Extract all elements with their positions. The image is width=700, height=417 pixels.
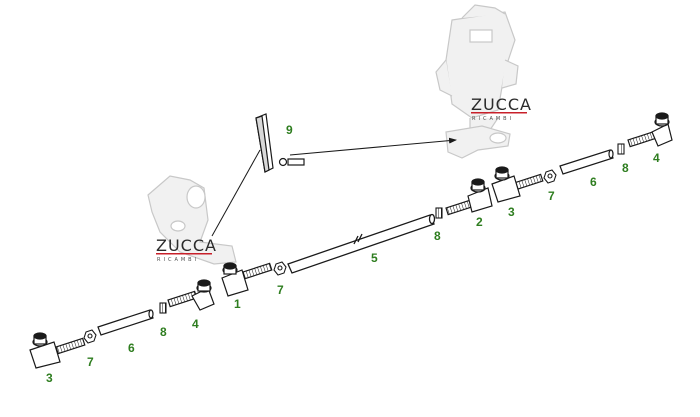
right-mid-tie-rod-end (491, 166, 544, 203)
label-left-outer-upper-end: 4 (192, 317, 199, 331)
steering-arm-pointers (211, 137, 457, 237)
center-link-tube (287, 213, 436, 274)
label-left-inner-end: 1 (234, 297, 241, 311)
steering-box-ghost (435, 4, 519, 131)
label-left-nut-inner: 7 (277, 283, 284, 297)
svg-text:RICAMBI: RICAMBI (157, 257, 199, 263)
pitman-arm-ghost (445, 125, 511, 159)
left-nut-inner (273, 261, 287, 276)
right-nut (543, 169, 557, 184)
left-nut-outer (83, 329, 97, 344)
label-left-tube: 6 (128, 341, 135, 355)
left-inner-tie-rod-end (221, 262, 273, 297)
logo-zucca-ricambi-top: ZUCCA RICAMBI (471, 95, 532, 122)
label-right-inner-end: 2 (476, 215, 483, 229)
svg-text:RICAMBI: RICAMBI (472, 116, 514, 122)
right-shim-outer (617, 143, 625, 155)
left-lower-tie-rod-end (29, 332, 86, 369)
label-right-shim-inner: 8 (434, 229, 441, 243)
right-inner-tie-rod-end (445, 178, 493, 216)
idler-bracket-ghost (147, 175, 237, 265)
left-adjusting-tube (97, 309, 154, 336)
svg-text:ZUCCA: ZUCCA (156, 236, 217, 255)
label-center-link: 5 (371, 251, 378, 265)
left-outer-upper-tie-rod-end (167, 279, 215, 311)
svg-text:ZUCCA: ZUCCA (471, 95, 532, 114)
right-adjusting-tube (559, 149, 614, 175)
steering-arm (255, 113, 305, 173)
label-right-nut: 7 (548, 189, 555, 203)
label-left-nut-outer: 7 (87, 355, 94, 369)
right-shim-inner (435, 207, 443, 219)
label-right-tube: 6 (590, 175, 597, 189)
logo-zucca-ricambi-left: ZUCCA RICAMBI (156, 236, 217, 263)
label-left-shim: 8 (160, 325, 167, 339)
part-labels: 9 5 1 7 8 4 6 7 3 2 8 3 7 6 8 4 (46, 123, 660, 385)
label-steering-arm: 9 (286, 123, 293, 137)
right-outer-tie-rod-end (627, 112, 673, 148)
label-right-shim-outer: 8 (622, 161, 629, 175)
label-right-outer-end: 4 (653, 151, 660, 165)
label-left-lower-end: 3 (46, 371, 53, 385)
left-shim (159, 302, 167, 314)
label-right-mid-end: 3 (508, 205, 515, 219)
